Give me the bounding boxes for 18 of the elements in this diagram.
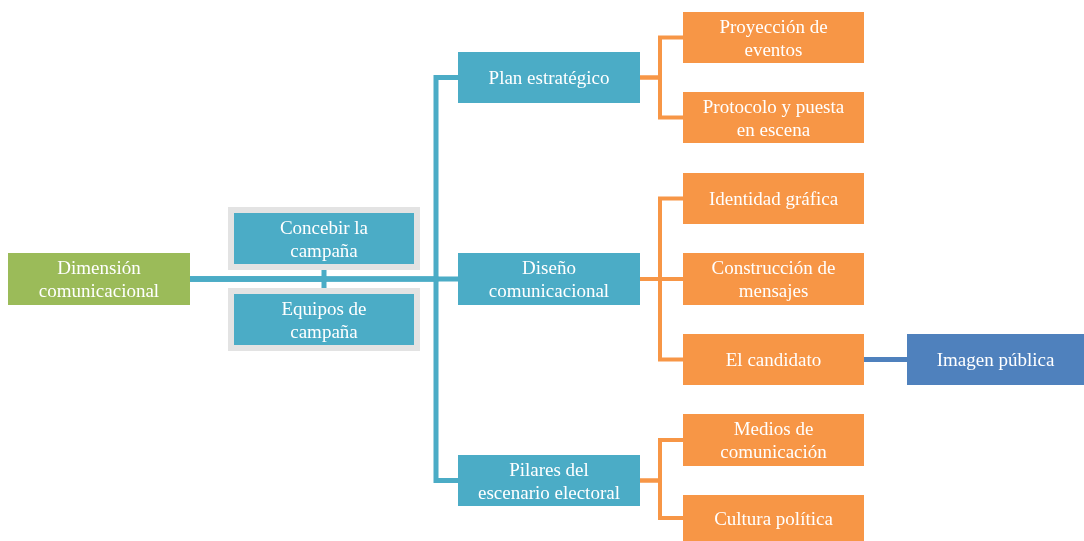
connector-line xyxy=(640,75,683,120)
topic-box: Protocolo y puesta en escena xyxy=(683,92,864,143)
topic-box: Dimensión comunicacional xyxy=(8,253,190,305)
topic-box: Plan estratégico xyxy=(458,52,640,103)
topic-box: Medios de comunicación xyxy=(683,414,864,466)
topic-box: Equipos de campaña xyxy=(228,288,420,351)
connector-line xyxy=(864,357,907,362)
topic-box: Identidad gráfica xyxy=(683,173,864,224)
topic-box: Proyección de eventos xyxy=(683,12,864,63)
topic-box: Cultura política xyxy=(683,495,864,541)
connector-line xyxy=(190,276,458,483)
connector-line xyxy=(640,478,683,520)
topic-box: Pilares del escenario electoral xyxy=(458,455,640,506)
topic-box: Imagen pública xyxy=(907,334,1084,385)
topic-box: Construcción de mensajes xyxy=(683,253,864,305)
topic-box: Diseño comunicacional xyxy=(458,253,640,305)
topic-box: El candidato xyxy=(683,334,864,385)
topic-box: Concebir la campaña xyxy=(228,207,420,270)
